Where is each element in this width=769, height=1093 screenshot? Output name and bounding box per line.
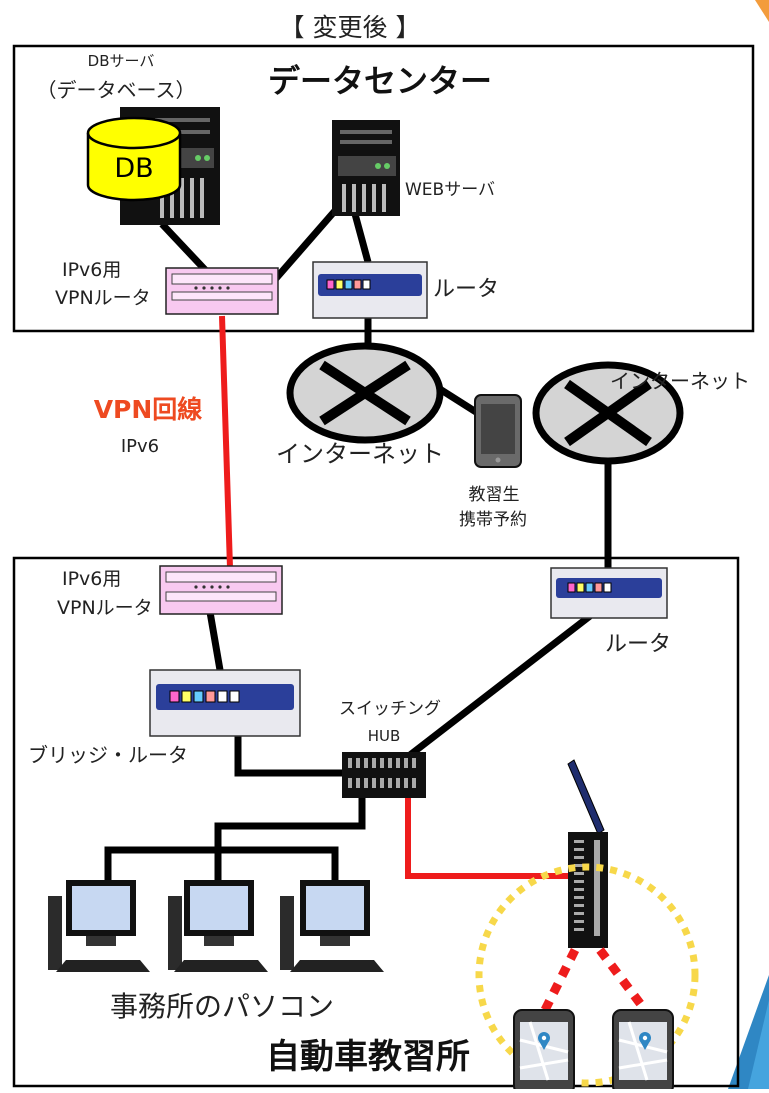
datacenter-vpn-router-icon: [165, 267, 279, 315]
vpn-protocol-label: IPv6: [121, 436, 159, 457]
db-server-label-1: DBサーバ: [88, 52, 155, 70]
student-mobile-icon: [474, 394, 522, 468]
cable-hub-pcs-trunk: [214, 795, 366, 850]
corner-decoration-top: [755, 0, 769, 22]
bridge-router-icon: [149, 669, 301, 737]
datacenter-router-label: ルータ: [433, 277, 499, 302]
datacenter-box: [12, 44, 755, 333]
school-router-label: ルータ: [605, 632, 671, 657]
page-title: 【 変更後 】: [280, 13, 421, 42]
cable-hub-accesspoint: [405, 795, 568, 879]
office-pc-icon-3: [280, 880, 384, 972]
wireless-link-left: [540, 947, 580, 1013]
cable-web-router: [351, 213, 372, 263]
datacenter-label: データセンター: [268, 62, 492, 100]
web-server-label: WEBサーバ: [405, 180, 495, 200]
wireless-access-point-icon: [567, 759, 608, 948]
cable-web-vpnrouter: [269, 202, 343, 286]
office-pc-icon-1: [48, 880, 150, 972]
smartphone-map-icon-left: [513, 1009, 575, 1093]
cable-router-hub: [407, 613, 593, 758]
switching-hub-label-1: スイッチング: [339, 699, 441, 719]
datacenter-vpn-router-label-2: VPNルータ: [55, 287, 151, 309]
student-reservation-label-1: 教習生: [469, 485, 520, 505]
internet-right-label: インターネット: [610, 369, 750, 393]
bridge-router-label: ブリッジ・ルータ: [28, 743, 188, 767]
school-vpn-router-label-1: IPv6用: [62, 568, 121, 590]
cable-db-vpnrouter: [159, 221, 213, 278]
cable-bridge-hub: [234, 736, 342, 777]
internet-cloud-center-icon: [286, 342, 444, 444]
database-cylinder-label: DB: [114, 153, 153, 184]
school-label: 自動車教習所: [266, 1037, 470, 1077]
office-pc-icon-2: [168, 880, 268, 972]
web-server-icon: [332, 120, 400, 216]
student-reservation-label-2: 携帯予約: [459, 510, 527, 530]
office-pcs-label: 事務所のパソコン: [110, 990, 334, 1023]
vpn-line: [219, 315, 233, 569]
switching-hub-icon: [342, 752, 426, 798]
smartphone-map-icon-right: [612, 1009, 674, 1093]
vpn-line-label: VPN回線: [94, 395, 203, 424]
black-cables: [104, 202, 612, 880]
school-box: [12, 556, 740, 1088]
db-server-label-2: （データベース）: [37, 78, 196, 102]
datacenter-router-icon: [312, 261, 428, 319]
switching-hub-label-2: HUB: [368, 727, 401, 745]
school-vpn-router-icon: [159, 565, 283, 615]
datacenter-vpn-router-label-1: IPv6用: [62, 259, 121, 281]
database-cylinder-icon: [86, 116, 182, 202]
wifi-coverage-ring: [475, 863, 699, 1087]
internet-center-label: インターネット: [276, 440, 444, 468]
corner-decoration-bottom-light: [748, 1000, 769, 1089]
school-vpn-router-label-2: VPNルータ: [57, 597, 153, 619]
internet-cloud-right-icon: [532, 361, 684, 465]
wireless-link-right: [596, 947, 649, 1013]
cable-vpnrouter-bridge: [206, 611, 224, 671]
school-router-icon: [550, 567, 668, 619]
